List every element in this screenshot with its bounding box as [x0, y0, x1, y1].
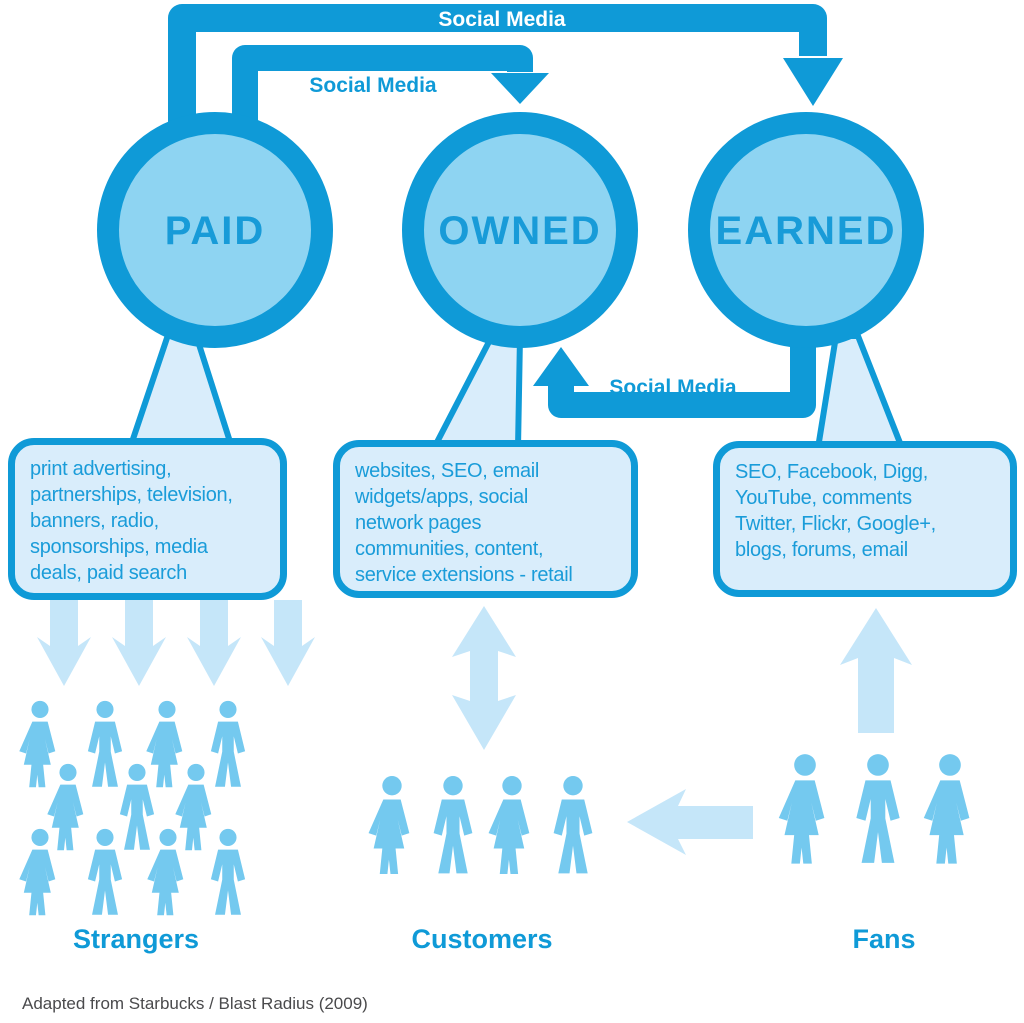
person-man-icon [856, 754, 900, 863]
outer-arrow-head-icon [783, 58, 843, 106]
inner-social-media-arrow: Social Media [232, 45, 549, 140]
owned-customers-double-arrow-icon [452, 606, 516, 750]
person-man-icon [553, 776, 593, 874]
down-arrow-icon [37, 600, 91, 686]
return-social-media-label: Social Media [609, 376, 737, 399]
paid-channels-box: print advertising, partnerships, televis… [8, 438, 287, 600]
person-woman-icon [47, 763, 84, 851]
paid-circle-shape [97, 112, 333, 348]
person-woman-icon [923, 754, 970, 864]
owned-circle-shape [402, 112, 638, 348]
person-man-icon [87, 828, 123, 915]
owned-circle: OWNED [402, 112, 638, 348]
inner-arrow-head-icon [491, 73, 549, 104]
fans-to-earned-up-arrow-icon [840, 608, 912, 733]
outer-arrow-route [168, 4, 827, 140]
owned-speech-tail [431, 333, 523, 451]
paid-circle-label: PAID [165, 209, 266, 253]
paid-circle: PAID [97, 112, 333, 348]
return-social-media-arrow: Social Media [533, 332, 816, 418]
footer-credit: Adapted from Starbucks / Blast Radius (2… [22, 994, 368, 1013]
earned-circle-shape [688, 112, 924, 348]
person-woman-icon [19, 828, 56, 916]
return-arrow-head-icon [533, 347, 589, 386]
outer-social-media-arrow: Social Media [168, 4, 843, 140]
earned-speech-tail [815, 333, 905, 451]
person-woman-icon [488, 776, 530, 874]
person-woman-icon [19, 700, 56, 788]
paid-to-strangers-arrows [37, 600, 315, 686]
paid-speech-tail [127, 332, 235, 451]
person-woman-icon [778, 754, 825, 864]
down-arrow-icon [112, 600, 166, 686]
earned-circle-label: EARNED [716, 209, 897, 253]
earned-channels-box: SEO, Facebook, Digg, YouTube, comments T… [713, 441, 1017, 597]
people-layer [19, 700, 970, 916]
person-woman-icon [147, 828, 184, 916]
inner-arrow-route [232, 45, 533, 140]
owned-channels-box: websites, SEO, email widgets/apps, socia… [333, 440, 638, 598]
down-arrow-icon [187, 600, 241, 686]
down-arrow-icon [261, 600, 315, 686]
person-man-icon [210, 700, 246, 787]
person-woman-icon [146, 700, 183, 788]
fans-label: Fans [852, 924, 916, 954]
owned-circle-label: OWNED [438, 209, 601, 253]
earned-circle: EARNED [688, 112, 924, 348]
person-woman-icon [368, 776, 410, 874]
inner-social-media-label: Social Media [309, 74, 437, 97]
customers-label: Customers [411, 924, 553, 954]
person-man-icon [210, 828, 246, 915]
person-man-icon [433, 776, 473, 874]
person-man-icon [119, 763, 155, 850]
person-woman-icon [175, 763, 212, 851]
strangers-label: Strangers [72, 924, 200, 954]
outer-social-media-label: Social Media [438, 8, 566, 31]
return-arrow-route [548, 332, 816, 418]
fans-to-customers-left-arrow-icon [627, 789, 753, 855]
person-man-icon [87, 700, 123, 787]
